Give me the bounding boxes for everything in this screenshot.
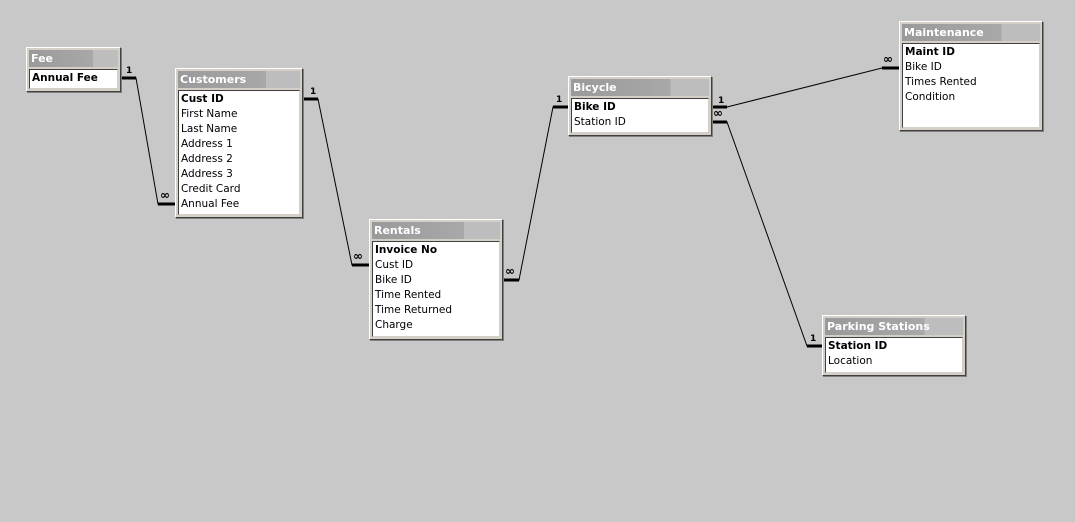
table-title[interactable]: Fee — [29, 50, 118, 67]
table-field[interactable]: Charge — [375, 319, 413, 331]
cardinality-many-label: ∞ — [883, 52, 893, 66]
primary-key-field[interactable]: Invoice No — [375, 244, 438, 256]
table-title[interactable]: Customers — [178, 71, 300, 88]
primary-key-field[interactable]: Cust ID — [181, 93, 224, 105]
table-field[interactable]: Times Rented — [905, 76, 977, 88]
table-fee[interactable]: Fee Annual Fee — [26, 47, 121, 92]
table-field[interactable]: Location — [828, 355, 873, 367]
field-list[interactable]: Station ID Location — [825, 337, 963, 373]
table-field[interactable]: Bike ID — [375, 274, 412, 286]
relation-fee-customers[interactable] — [120, 77, 175, 205]
table-field[interactable]: Address 1 — [181, 138, 233, 150]
cardinality-one-label: 1 — [556, 95, 563, 105]
cardinality-one-label: 1 — [126, 66, 133, 76]
primary-key-field[interactable]: Annual Fee — [32, 72, 98, 84]
cardinality-one-label: 1 — [810, 334, 817, 344]
table-title[interactable]: Bicycle — [571, 79, 709, 96]
cardinality-one-label: 1 — [310, 87, 317, 97]
cardinality-many-label: ∞ — [505, 264, 515, 278]
field-list[interactable]: Annual Fee — [29, 69, 118, 89]
table-field[interactable]: Address 3 — [181, 168, 233, 180]
cardinality-many-label: ∞ — [160, 188, 170, 202]
table-field[interactable]: Cust ID — [375, 259, 414, 271]
cardinality-many-label: ∞ — [713, 106, 723, 120]
table-field[interactable]: Bike ID — [905, 61, 942, 73]
field-list[interactable]: Bike ID Station ID — [571, 98, 709, 133]
table-bicycle[interactable]: Bicycle Bike ID Station ID — [568, 76, 712, 136]
table-field[interactable]: Condition — [905, 91, 956, 103]
cardinality-one-label: 1 — [718, 96, 725, 106]
relation-bicycle-parking[interactable] — [711, 121, 823, 347]
relation-customers-rentals[interactable] — [302, 98, 370, 266]
table-field[interactable]: Address 2 — [181, 153, 233, 165]
table-title[interactable]: Maintenance — [902, 24, 1040, 41]
primary-key-field[interactable]: Bike ID — [574, 101, 616, 113]
relation-rentals-bicycle[interactable] — [503, 106, 569, 281]
table-field[interactable]: First Name — [181, 108, 238, 120]
primary-key-field[interactable]: Maint ID — [905, 46, 955, 58]
table-field[interactable]: Station ID — [574, 116, 626, 128]
relation-bicycle-maintenance[interactable] — [711, 67, 899, 108]
table-field[interactable]: Time Returned — [375, 304, 453, 316]
table-rentals[interactable]: Rentals Invoice No Cust ID Bike ID Time Ren… — [369, 219, 503, 340]
table-field[interactable]: Credit Card — [181, 183, 241, 195]
table-field[interactable]: Time Rented — [375, 289, 442, 301]
table-title[interactable]: Parking Stations — [825, 318, 963, 335]
table-title[interactable]: Rentals — [372, 222, 500, 239]
cardinality-many-label: ∞ — [353, 249, 363, 263]
primary-key-field[interactable]: Station ID — [828, 340, 888, 352]
table-field[interactable]: Last Name — [181, 123, 238, 135]
table-parking-stations[interactable]: Parking Stations Station ID Location — [822, 315, 966, 376]
table-field[interactable]: Annual Fee — [181, 198, 240, 210]
